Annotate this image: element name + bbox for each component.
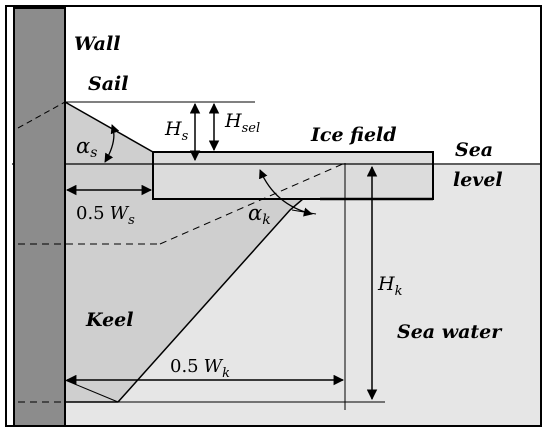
sea-water-label: Sea water [397, 321, 503, 343]
alpha-s-symbol: αs [76, 134, 97, 161]
keel-label: Keel [85, 309, 134, 331]
alpha-s-arc [104, 124, 120, 163]
hs-symbol: Hs [164, 118, 189, 144]
alpha-k-symbol: αk [248, 201, 271, 228]
wall-label: Wall [74, 33, 120, 55]
level-label: level [453, 169, 503, 191]
wall [13, 7, 66, 427]
hsel-symbol: Hsel [224, 110, 260, 136]
keel-slope-dashed [159, 162, 346, 245]
sea-label: Sea [455, 139, 493, 161]
sail-label: Sail [88, 73, 128, 95]
ice-field-label: Ice field [310, 124, 397, 146]
sail-dashed-extension [17, 101, 66, 129]
hk-symbol: Hk [377, 273, 403, 299]
alpha-k-ref-line [291, 209, 317, 215]
